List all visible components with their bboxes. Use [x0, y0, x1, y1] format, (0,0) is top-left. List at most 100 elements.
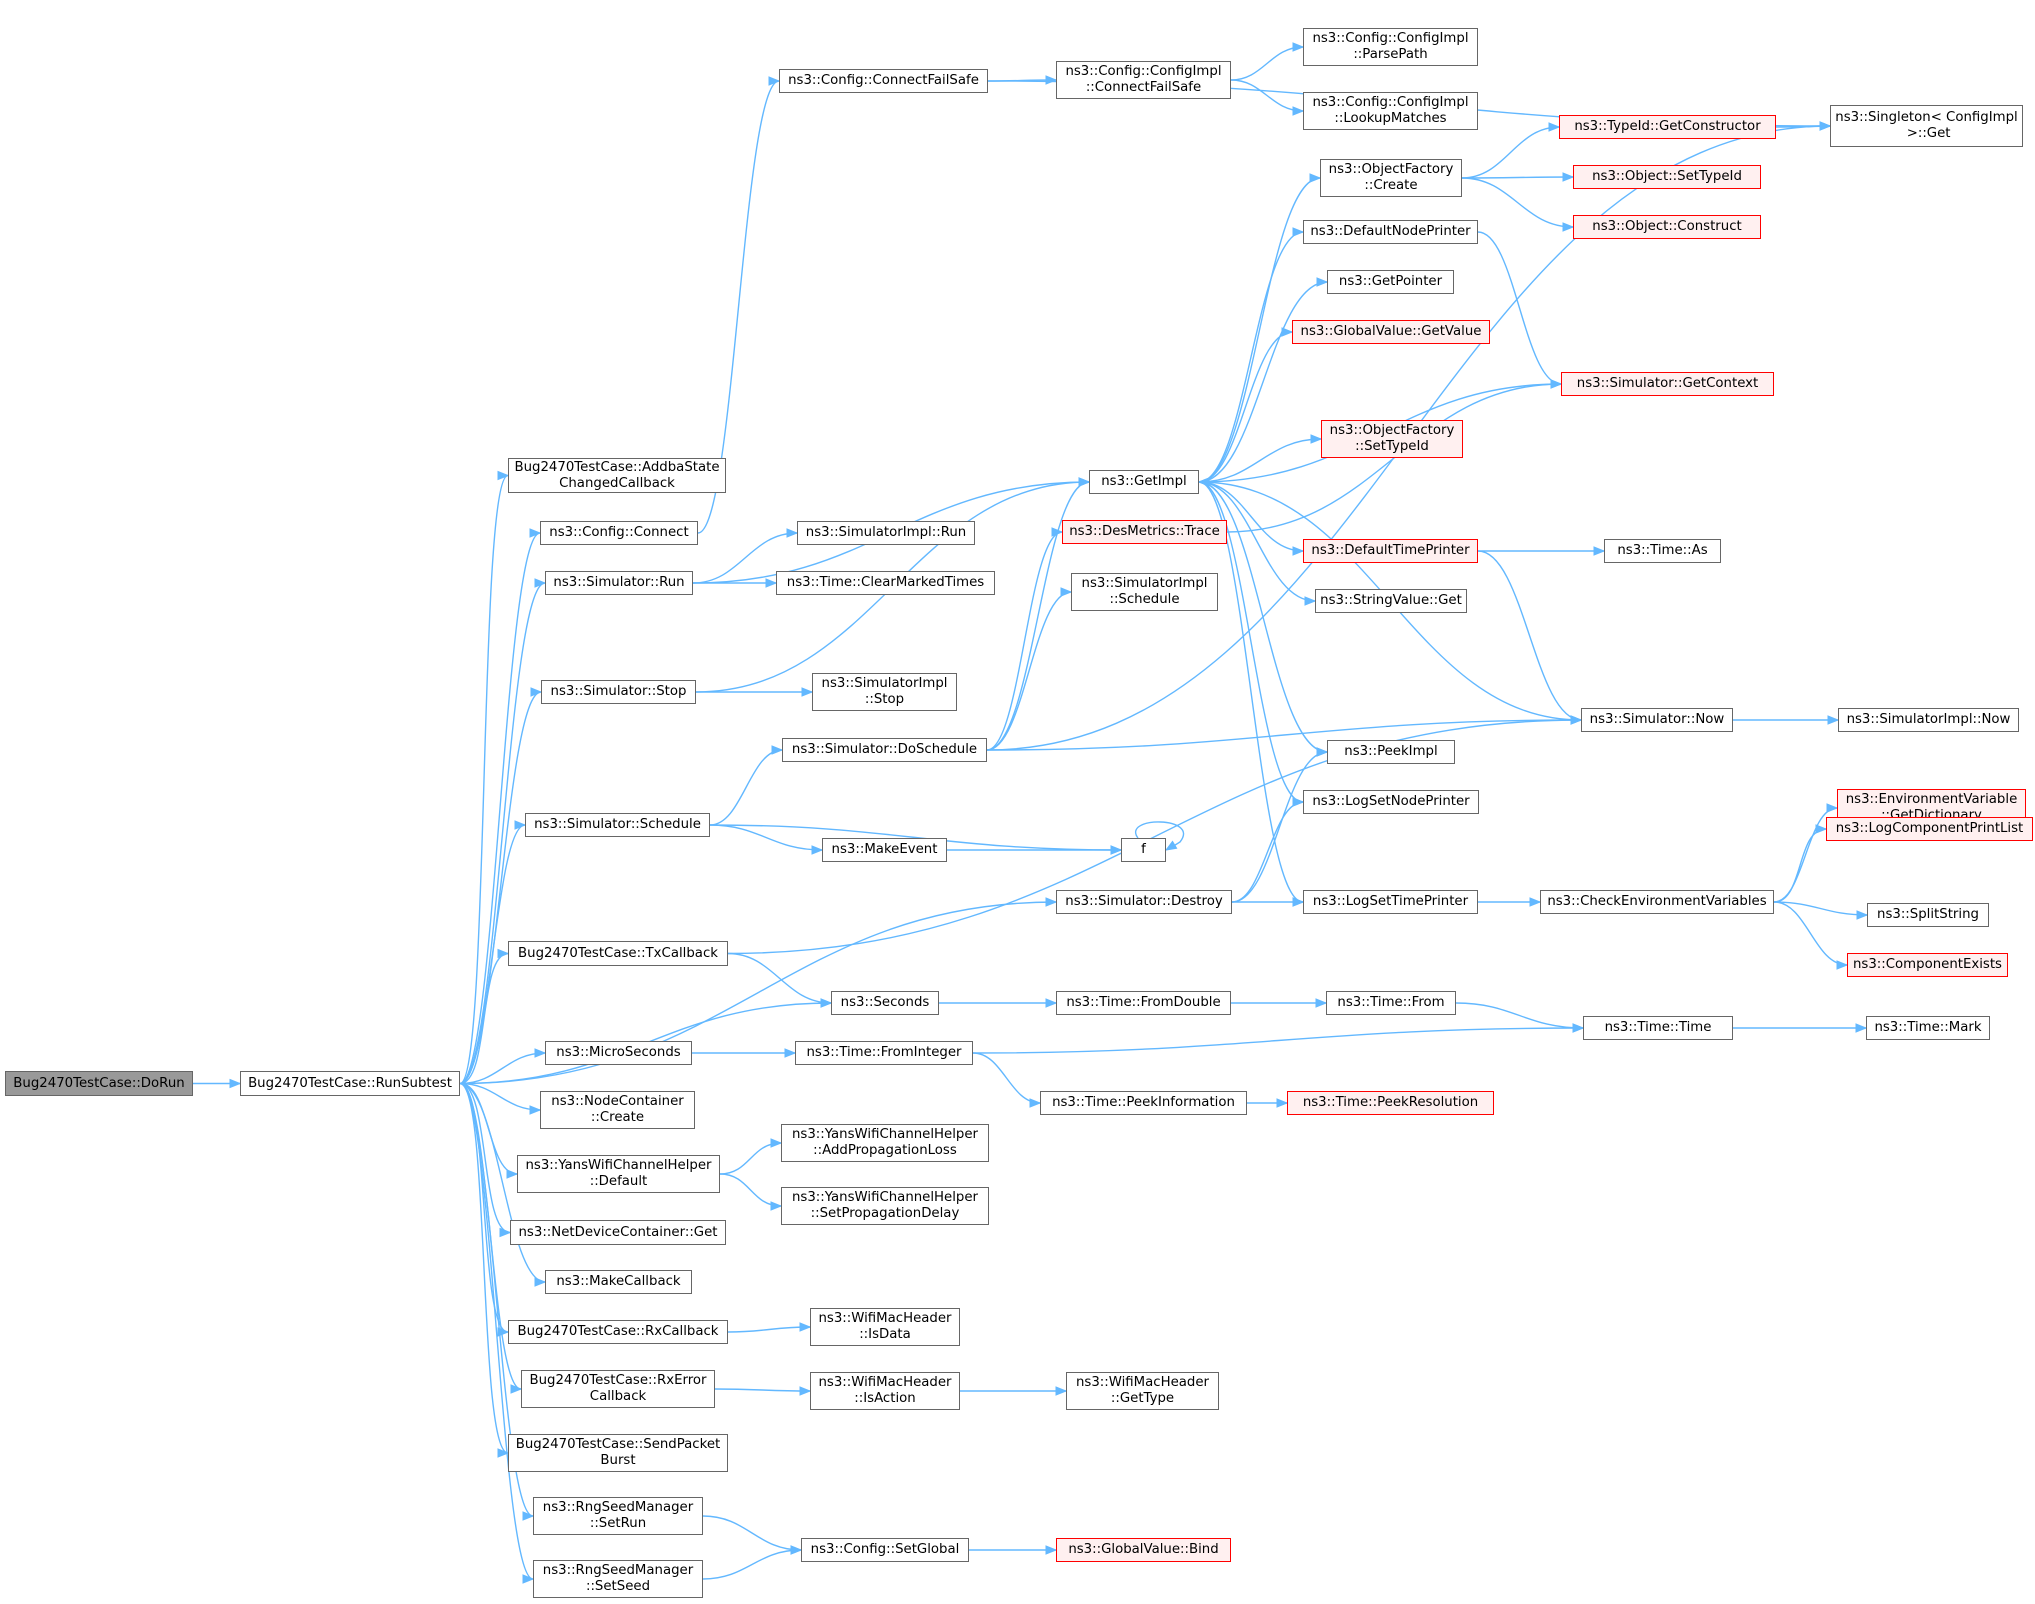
- arrowhead-icon: [1045, 75, 1058, 85]
- edge-getimpl-to-peekimpl: [1198, 481, 1328, 753]
- edge-yansdefault-to-addproploss: [719, 1142, 782, 1175]
- node-peekinfo[interactable]: ns3::Time::PeekInformation: [1040, 1091, 1247, 1115]
- node-timeas[interactable]: ns3::Time::As: [1604, 539, 1721, 563]
- node-simdestroy[interactable]: ns3::Simulator::Destroy: [1056, 890, 1232, 914]
- arrowhead-icon: [1045, 998, 1058, 1008]
- node-setpropdelay[interactable]: ns3::YansWifiChannelHelper ::SetPropagat…: [781, 1187, 989, 1225]
- arrowhead-icon: [1562, 172, 1575, 182]
- node-timemark[interactable]: ns3::Time::Mark: [1866, 1016, 1990, 1040]
- node-ofcreate[interactable]: ns3::ObjectFactory ::Create: [1320, 159, 1462, 197]
- node-addba[interactable]: Bug2470TestCase::AddbaState ChangedCallb…: [508, 458, 726, 493]
- node-rxcb[interactable]: Bug2470TestCase::RxCallback: [508, 1320, 728, 1344]
- arrowhead-icon: [522, 1511, 535, 1521]
- arrowhead-icon: [1029, 1098, 1042, 1108]
- node-fromdouble[interactable]: ns3::Time::FromDouble: [1056, 991, 1231, 1015]
- arrowhead-icon: [1316, 277, 1329, 287]
- node-simschedule[interactable]: ns3::Simulator::Schedule: [525, 813, 710, 837]
- node-checkenv[interactable]: ns3::CheckEnvironmentVariables: [1540, 890, 1774, 914]
- edge-setseed-to-setglobal: [702, 1549, 802, 1580]
- node-implnow[interactable]: ns3::SimulatorImpl::Now: [1838, 708, 2019, 732]
- node-simstop[interactable]: ns3::Simulator::Stop: [541, 680, 696, 704]
- edge-simschedule-to-doschedule: [709, 749, 783, 826]
- node-gettype[interactable]: ns3::WifiMacHeader ::GetType: [1066, 1372, 1219, 1410]
- node-timetime[interactable]: ns3::Time::Time: [1583, 1016, 1733, 1040]
- node-makeevent[interactable]: ns3::MakeEvent: [822, 838, 947, 862]
- node-compexists[interactable]: ns3::ComponentExists: [1847, 953, 2008, 977]
- arrowhead-icon: [1304, 596, 1317, 606]
- node-deftimeprinter[interactable]: ns3::DefaultTimePrinter: [1303, 539, 1478, 563]
- arrowhead-icon: [510, 1384, 523, 1394]
- node-gvgetvalue[interactable]: ns3::GlobalValue::GetValue: [1292, 320, 1490, 344]
- node-isaction[interactable]: ns3::WifiMacHeader ::IsAction: [810, 1372, 960, 1410]
- node-netdevget[interactable]: ns3::NetDeviceContainer::Get: [510, 1220, 726, 1245]
- arrowhead-icon: [1051, 527, 1064, 537]
- arrowhead-icon: [1060, 587, 1073, 597]
- node-implconnectfs[interactable]: ns3::Config::ConfigImpl ::ConnectFailSaf…: [1056, 61, 1231, 99]
- node-sendburst[interactable]: Bug2470TestCase::SendPacket Burst: [508, 1434, 728, 1472]
- node-gvbind[interactable]: ns3::GlobalValue::Bind: [1056, 1538, 1231, 1562]
- arrowhead-icon: [1826, 803, 1839, 813]
- edge-rxcb-to-isdata: [727, 1326, 811, 1333]
- node-implrun[interactable]: ns3::SimulatorImpl::Run: [797, 521, 975, 545]
- node-logsetnode[interactable]: ns3::LogSetNodePrinter: [1303, 790, 1479, 814]
- edge-getimpl-to-ofsettypeid: [1198, 438, 1322, 483]
- node-implstop[interactable]: ns3::SimulatorImpl ::Stop: [812, 673, 957, 711]
- node-objsettypeid[interactable]: ns3::Object::SetTypeId: [1573, 165, 1761, 189]
- arrowhead-icon: [1078, 477, 1091, 487]
- node-getimpl[interactable]: ns3::GetImpl: [1089, 470, 1199, 494]
- node-splitstring[interactable]: ns3::SplitString: [1867, 903, 1989, 927]
- node-parsepath[interactable]: ns3::Config::ConfigImpl ::ParsePath: [1303, 28, 1478, 66]
- node-stringvalueget[interactable]: ns3::StringValue::Get: [1315, 589, 1467, 613]
- edge-setrun-to-setglobal: [702, 1515, 802, 1551]
- node-getconstructor[interactable]: ns3::TypeId::GetConstructor: [1559, 115, 1776, 139]
- node-implschedule[interactable]: ns3::SimulatorImpl ::Schedule: [1071, 573, 1218, 611]
- node-setseed[interactable]: ns3::RngSeedManager ::SetSeed: [533, 1560, 703, 1598]
- node-connectfailsafe[interactable]: ns3::Config::ConnectFailSafe: [779, 69, 988, 93]
- node-rxerr[interactable]: Bug2470TestCase::RxError Callback: [521, 1370, 715, 1408]
- node-clearmarked[interactable]: ns3::Time::ClearMarkedTimes: [776, 571, 995, 595]
- node-lookupmatches[interactable]: ns3::Config::ConfigImpl ::LookupMatches: [1303, 92, 1478, 130]
- node-logsettime[interactable]: ns3::LogSetTimePrinter: [1303, 890, 1478, 914]
- arrowhead-icon: [1315, 998, 1328, 1008]
- arrowhead-icon: [1045, 897, 1058, 907]
- node-txcb[interactable]: Bug2470TestCase::TxCallback: [508, 941, 728, 966]
- edge-getimpl-to-logsettime: [1198, 481, 1304, 903]
- node-peekimpl[interactable]: ns3::PeekImpl: [1327, 740, 1455, 764]
- node-isdata[interactable]: ns3::WifiMacHeader ::IsData: [810, 1308, 960, 1346]
- node-yansdefault[interactable]: ns3::YansWifiChannelHelper ::Default: [517, 1155, 720, 1193]
- node-makecallback[interactable]: ns3::MakeCallback: [545, 1270, 692, 1294]
- node-defnodeprinter[interactable]: ns3::DefaultNodePrinter: [1303, 220, 1478, 244]
- arrowhead-icon: [522, 1574, 535, 1584]
- arrowhead-icon: [799, 1322, 812, 1332]
- node-cfgconnect[interactable]: ns3::Config::Connect: [540, 521, 698, 545]
- arrowhead-icon: [1815, 824, 1828, 834]
- arrowhead-icon: [497, 1448, 510, 1458]
- edge-deftimeprinter-to-simnow: [1477, 550, 1582, 721]
- node-seconds[interactable]: ns3::Seconds: [831, 991, 939, 1015]
- node-singletonget[interactable]: ns3::Singleton< ConfigImpl >::Get: [1830, 105, 2023, 147]
- node-addproploss[interactable]: ns3::YansWifiChannelHelper ::AddPropagat…: [781, 1124, 989, 1162]
- node-peekres[interactable]: ns3::Time::PeekResolution: [1287, 1091, 1494, 1115]
- node-doschedule[interactable]: ns3::Simulator::DoSchedule: [782, 738, 987, 762]
- edge-cfgconnect-to-connectfailsafe: [697, 80, 780, 534]
- edge-desmetrics-to-simgetcontext: [1226, 383, 1562, 533]
- edge-f-to-f: [1134, 821, 1184, 848]
- arrowhead-icon: [801, 687, 814, 697]
- node-logcompprint[interactable]: ns3::LogComponentPrintList: [1826, 817, 2033, 841]
- node-simnow[interactable]: ns3::Simulator::Now: [1581, 708, 1733, 732]
- node-simgetcontext[interactable]: ns3::Simulator::GetContext: [1561, 372, 1774, 396]
- node-simrun[interactable]: ns3::Simulator::Run: [545, 571, 693, 595]
- node-desmetrics[interactable]: ns3::DesMetrics::Trace: [1062, 520, 1227, 544]
- node-getpointer[interactable]: ns3::GetPointer: [1327, 270, 1454, 294]
- node-objconstruct[interactable]: ns3::Object::Construct: [1573, 215, 1761, 239]
- node-setrun[interactable]: ns3::RngSeedManager ::SetRun: [533, 1497, 703, 1535]
- node-nodecreate[interactable]: ns3::NodeContainer ::Create: [540, 1091, 695, 1129]
- arrowhead-icon: [1197, 477, 1210, 487]
- node-timefrom[interactable]: ns3::Time::From: [1326, 991, 1456, 1015]
- node-fromint[interactable]: ns3::Time::FromInteger: [795, 1041, 973, 1065]
- node-ofsettypeid[interactable]: ns3::ObjectFactory ::SetTypeId: [1321, 420, 1463, 458]
- node-f[interactable]: f: [1121, 838, 1166, 862]
- node-runsubtest[interactable]: Bug2470TestCase::RunSubtest: [240, 1071, 460, 1096]
- node-setglobal[interactable]: ns3::Config::SetGlobal: [801, 1538, 969, 1562]
- node-microseconds[interactable]: ns3::MicroSeconds: [545, 1041, 692, 1065]
